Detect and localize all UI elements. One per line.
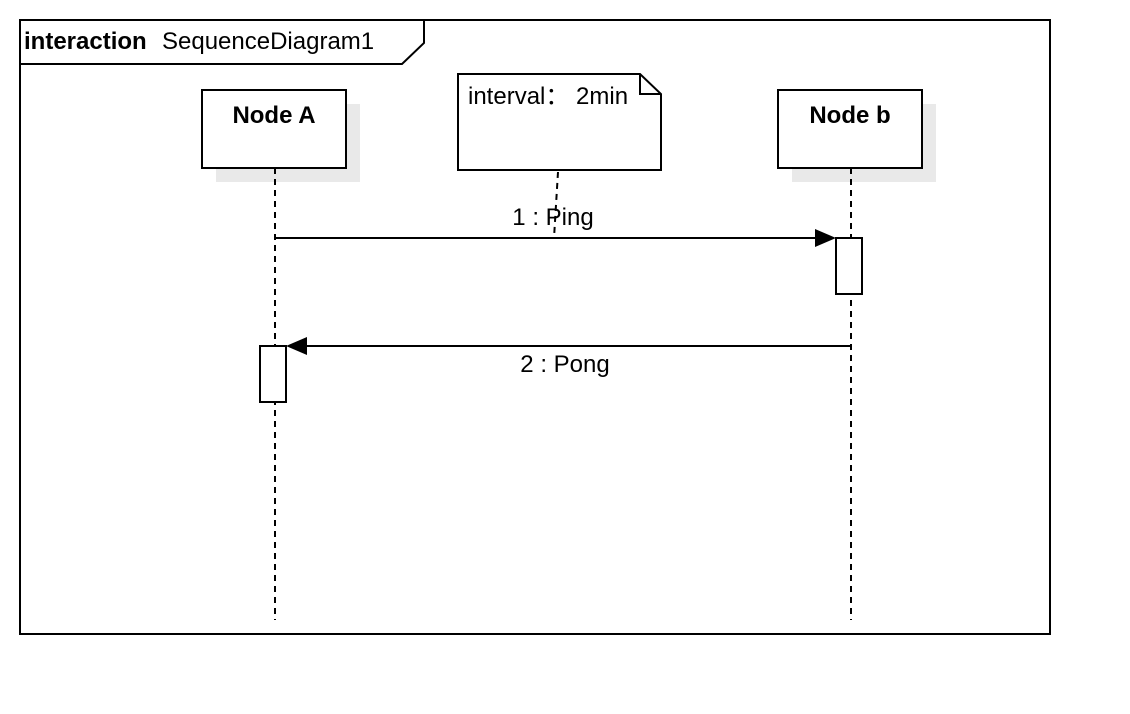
- message-label: 2 : Pong: [520, 351, 609, 378]
- note-body[interactable]: [457, 73, 662, 171]
- message-pong[interactable]: 2 : Pong: [286, 337, 851, 378]
- lifeline-head-box[interactable]: [777, 89, 923, 169]
- interaction-frame: [19, 19, 1051, 635]
- activation-bar-node-b[interactable]: [835, 237, 863, 295]
- lifeline-label: Node A: [232, 102, 315, 129]
- note-text: interval： 2min: [468, 83, 628, 110]
- message-arrowhead: [286, 337, 307, 355]
- lifeline-node-a[interactable]: Node A: [201, 89, 360, 620]
- note-anchor-line: [553, 171, 559, 239]
- message-label: 1 : Ping: [512, 204, 593, 231]
- frame-keyword: interaction: [24, 28, 147, 55]
- message-ping[interactable]: 1 : Ping: [275, 204, 836, 247]
- lifeline-label: Node b: [809, 102, 890, 129]
- note[interactable]: interval： 2min: [457, 73, 662, 239]
- activation-bar-node-a[interactable]: [259, 345, 287, 403]
- lifeline-node-b[interactable]: Node b: [777, 89, 936, 620]
- frame-name: SequenceDiagram1: [162, 28, 374, 55]
- frame-label-tab: [19, 19, 425, 65]
- message-arrowhead: [815, 229, 836, 247]
- note-folded-corner: [639, 74, 661, 95]
